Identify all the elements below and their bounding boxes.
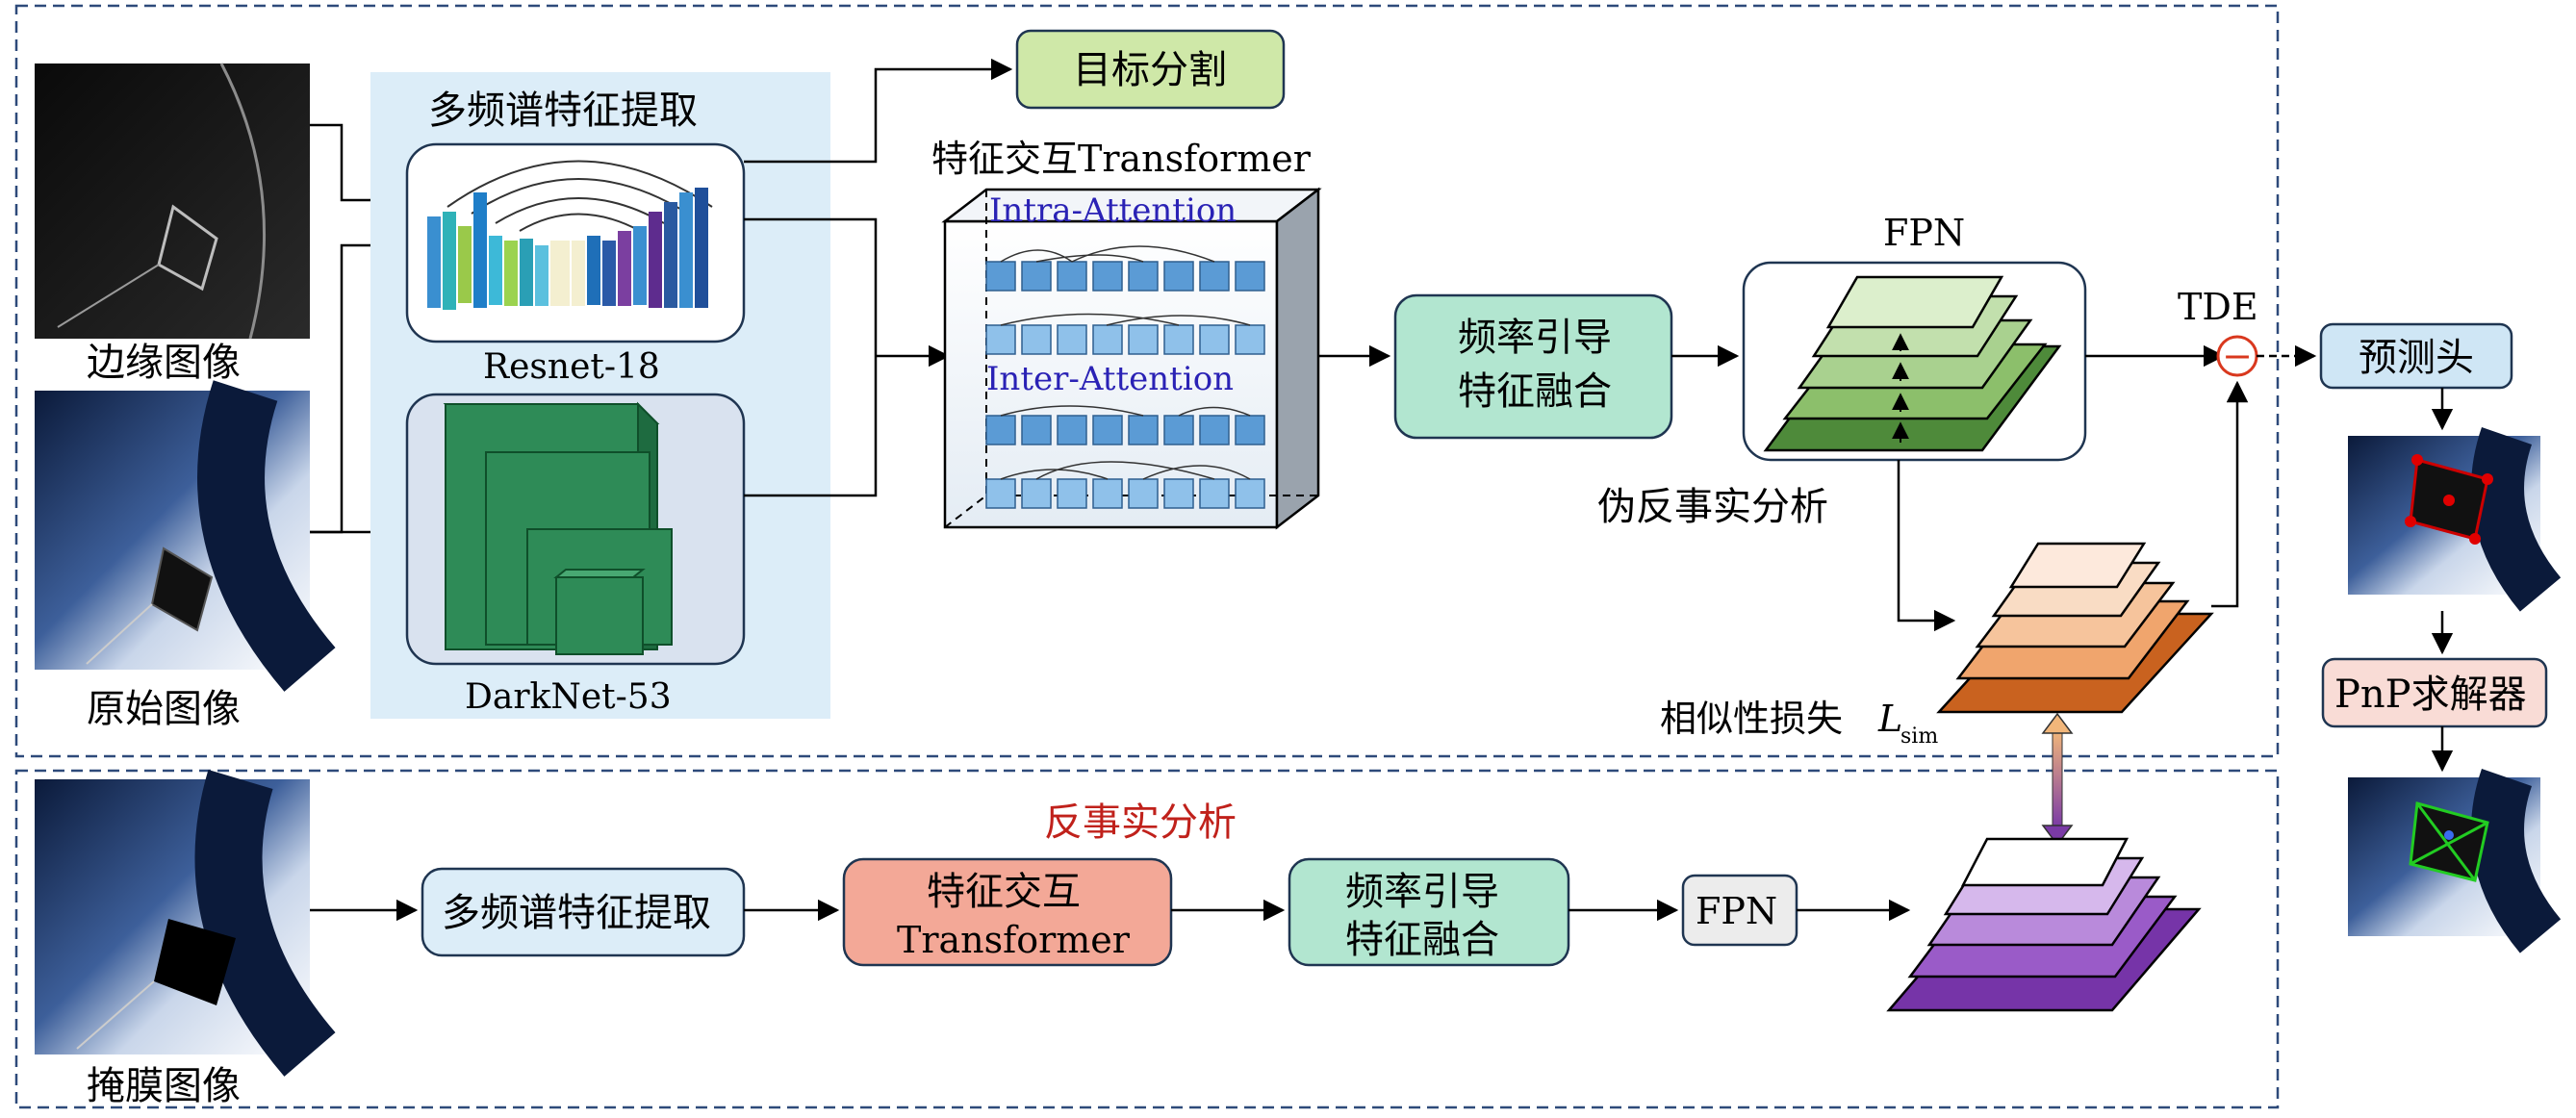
resnet-to-transformer-line — [744, 217, 878, 356]
edge-image — [35, 63, 310, 340]
attention-token-rows — [985, 261, 1265, 509]
orange-counterfactual-stack — [1936, 542, 2214, 714]
fpn-to-orange-arrow — [1897, 460, 1956, 632]
top-section-frame — [14, 4, 2280, 758]
pnp-solver-label: PnP求解器 — [2334, 673, 2527, 717]
bottom-section-frame — [14, 769, 2280, 1109]
pose-result-image — [2348, 769, 2562, 953]
transformer-box — [941, 187, 1322, 530]
orange-to-tde-arrow — [2211, 380, 2249, 608]
segment-box — [1015, 29, 1286, 110]
resnet-unet-icon — [427, 160, 713, 310]
bottom-fusion-box — [1288, 857, 1570, 967]
bottom-transformer-line1: 特征交互 — [927, 870, 1081, 914]
edge-image-label: 边缘图像 — [87, 341, 241, 385]
mask-image-label: 掩膜图像 — [87, 1064, 241, 1108]
fusion-line1: 频率引导 — [1458, 316, 1612, 360]
bottom-fusion-line2: 特征融合 — [1345, 918, 1499, 962]
fpn-green-stack — [1763, 275, 2062, 452]
mask-image — [35, 769, 336, 1077]
prediction-head-label: 预测头 — [2359, 336, 2474, 380]
bottom-fusion-line1: 频率引导 — [1345, 870, 1499, 914]
transformer-title: 特征交互Transformer — [931, 138, 1312, 180]
original-image-label: 原始图像 — [87, 687, 241, 731]
darknet-to-transformer-line — [744, 356, 878, 497]
pseudo-counterfactual-label: 伪反事实分析 — [1597, 485, 1828, 529]
resnet-to-segment-arrow — [744, 58, 1013, 164]
bottom-fpn-label: FPN — [1696, 890, 1777, 932]
tde-label: TDE — [2178, 286, 2258, 328]
attention-arcs — [1000, 245, 1251, 480]
inter-attention-label: Inter-Attention — [986, 360, 1234, 398]
tde-minus-symbol: − — [2222, 335, 2253, 377]
similarity-loss-symbol: L — [1877, 698, 1902, 740]
bottom-extract-box — [421, 867, 746, 957]
fpn-title: FPN — [1883, 212, 1965, 254]
bottom-transformer-box — [842, 857, 1173, 967]
segment-label: 目标分割 — [1073, 48, 1227, 92]
counterfactual-title: 反事实分析 — [1044, 800, 1237, 845]
darknet-stack-icon — [443, 401, 673, 655]
similarity-double-arrow — [2041, 712, 2074, 847]
fusion-box — [1393, 293, 1673, 440]
pnp-solver-box — [2321, 657, 2548, 728]
bottom-extract-label: 多频谱特征提取 — [442, 891, 711, 935]
bottom-transformer-line2: Transformer — [897, 919, 1131, 961]
darknet-label: DarkNet-53 — [465, 677, 672, 717]
similarity-loss-subscript: sim — [1900, 724, 1938, 749]
resnet-label: Resnet-18 — [483, 347, 660, 387]
purple-counterfactual-stack — [1886, 837, 2202, 1012]
fusion-line2: 特征融合 — [1458, 369, 1612, 414]
keypoint-result-image — [2348, 427, 2562, 612]
original-image — [35, 380, 336, 692]
prediction-head-box — [2319, 322, 2513, 390]
intra-attention-label: Intra-Attention — [989, 191, 1237, 230]
extract-title: 多频谱特征提取 — [428, 89, 698, 133]
similarity-loss-label: 相似性损失 — [1660, 698, 1843, 740]
